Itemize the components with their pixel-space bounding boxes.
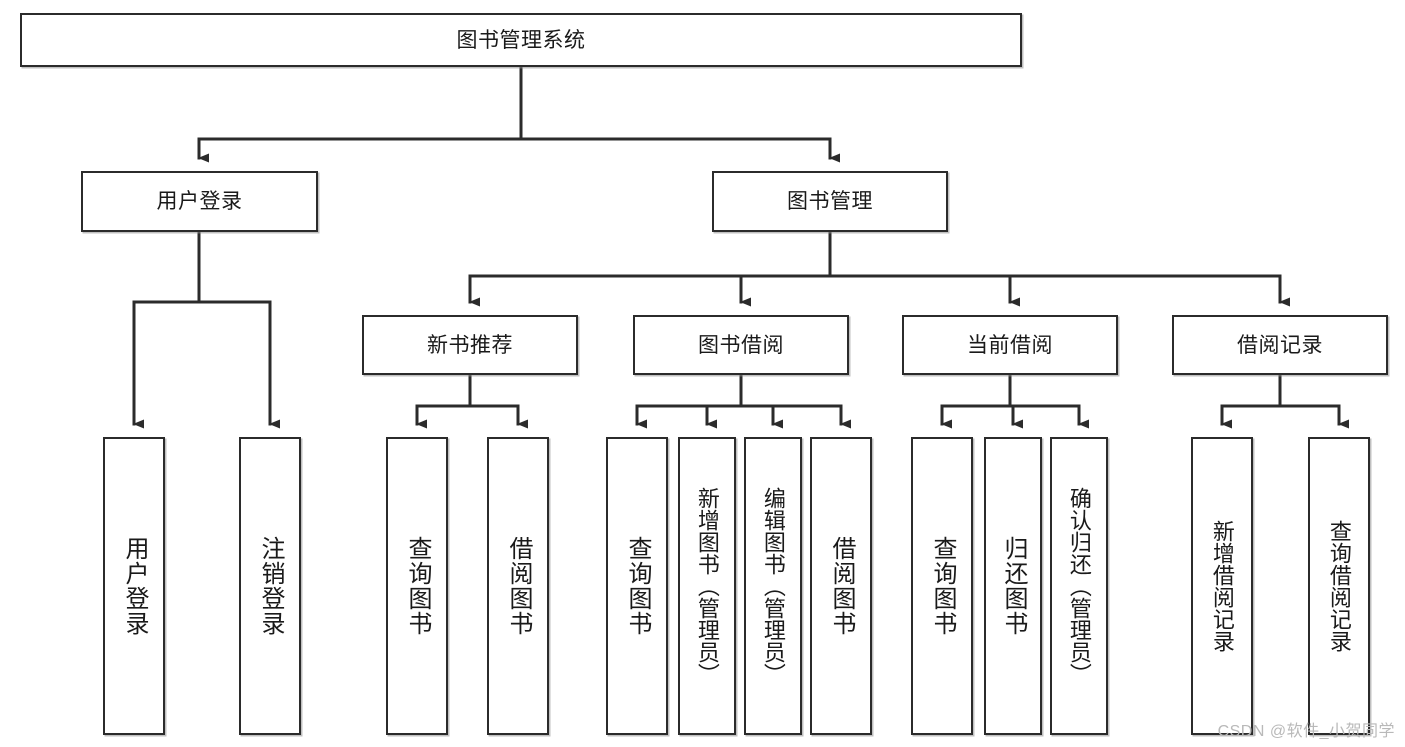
node-leaf-add-book[interactable]: 新增图书（管理员） bbox=[678, 437, 736, 735]
node-user-login-label: 用户登录 bbox=[156, 190, 243, 213]
node-book-borrow-label: 图书借阅 bbox=[698, 333, 784, 357]
node-leaf-borrow-book-2[interactable]: 借阅图书 bbox=[810, 437, 872, 735]
node-leaf-query-record[interactable]: 查询借阅记录 bbox=[1308, 437, 1370, 735]
node-leaf-return-book-label: 归还图书 bbox=[999, 536, 1027, 636]
node-leaf-edit-book-label: 编辑图书（管理员） bbox=[760, 487, 786, 685]
node-leaf-confirm-return[interactable]: 确认归还（管理员） bbox=[1050, 437, 1108, 735]
node-borrow-records-label: 借阅记录 bbox=[1237, 333, 1323, 357]
node-leaf-query-book-2-label: 查询图书 bbox=[623, 536, 651, 636]
node-new-book-recommend-label: 新书推荐 bbox=[427, 333, 513, 357]
node-leaf-query-record-label: 查询借阅记录 bbox=[1326, 520, 1352, 652]
node-leaf-user-login[interactable]: 用户登录 bbox=[103, 437, 165, 735]
node-leaf-logout[interactable]: 注销登录 bbox=[239, 437, 301, 735]
node-leaf-query-book-3-label: 查询图书 bbox=[928, 536, 956, 636]
node-new-book-recommend[interactable]: 新书推荐 bbox=[362, 315, 578, 375]
node-current-borrow[interactable]: 当前借阅 bbox=[902, 315, 1118, 375]
node-borrow-records[interactable]: 借阅记录 bbox=[1172, 315, 1388, 375]
node-root[interactable]: 图书管理系统 bbox=[20, 13, 1022, 67]
node-leaf-query-book-1[interactable]: 查询图书 bbox=[386, 437, 448, 735]
node-leaf-add-book-label: 新增图书（管理员） bbox=[694, 487, 720, 685]
node-leaf-confirm-return-label: 确认归还（管理员） bbox=[1066, 487, 1092, 685]
node-root-label: 图书管理系统 bbox=[456, 28, 586, 52]
node-leaf-logout-label: 注销登录 bbox=[256, 536, 284, 636]
node-book-management[interactable]: 图书管理 bbox=[712, 171, 948, 232]
node-leaf-user-login-label: 用户登录 bbox=[120, 536, 148, 636]
node-leaf-borrow-book-1-label: 借阅图书 bbox=[504, 536, 532, 636]
node-user-login[interactable]: 用户登录 bbox=[81, 171, 318, 232]
node-leaf-query-book-2[interactable]: 查询图书 bbox=[606, 437, 668, 735]
node-leaf-borrow-book-2-label: 借阅图书 bbox=[827, 536, 855, 636]
watermark-text: CSDN @软件_小贺同学 bbox=[1217, 723, 1395, 740]
node-book-borrow[interactable]: 图书借阅 bbox=[633, 315, 849, 375]
node-book-management-label: 图书管理 bbox=[787, 190, 873, 213]
node-leaf-add-record-label: 新增借阅记录 bbox=[1209, 520, 1235, 652]
node-leaf-borrow-book-1[interactable]: 借阅图书 bbox=[487, 437, 549, 735]
node-leaf-edit-book[interactable]: 编辑图书（管理员） bbox=[744, 437, 802, 735]
node-leaf-add-record[interactable]: 新增借阅记录 bbox=[1191, 437, 1253, 735]
node-leaf-query-book-1-label: 查询图书 bbox=[403, 536, 431, 636]
node-leaf-return-book[interactable]: 归还图书 bbox=[984, 437, 1042, 735]
node-leaf-query-book-3[interactable]: 查询图书 bbox=[911, 437, 973, 735]
node-current-borrow-label: 当前借阅 bbox=[967, 333, 1053, 357]
